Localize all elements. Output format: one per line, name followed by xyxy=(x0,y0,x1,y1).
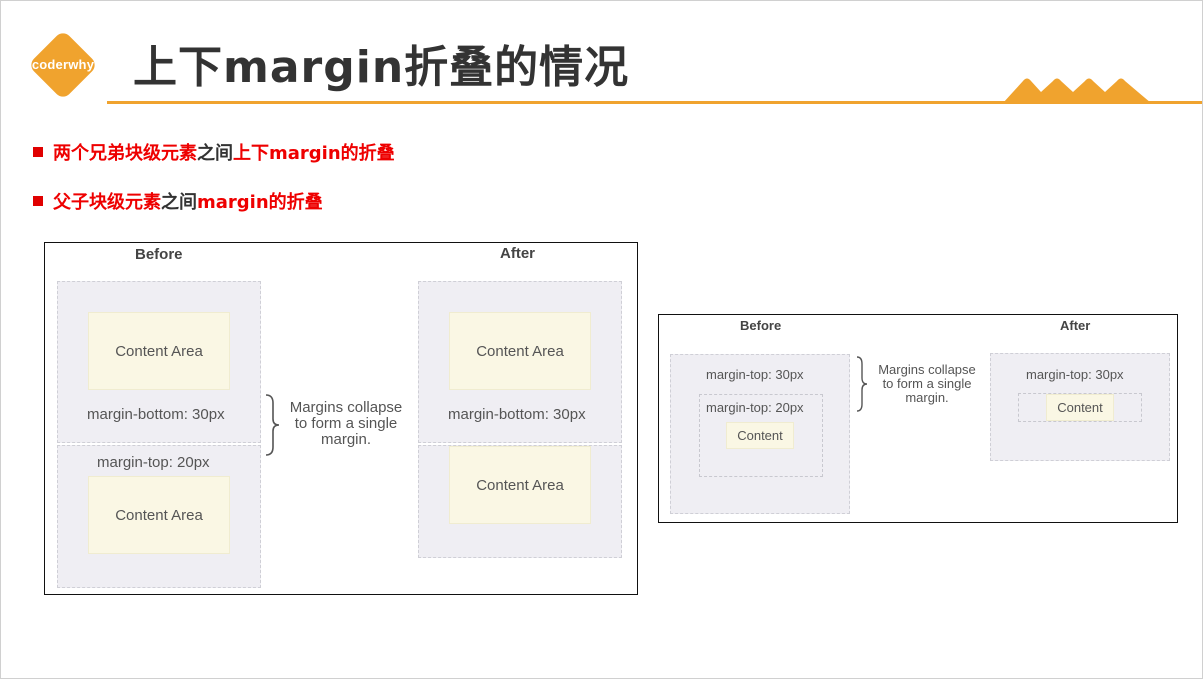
collapse-note: Margins collapse to form a single margin… xyxy=(871,362,983,406)
bullet-sibling-collapse: 两个兄弟块级元素之间上下margin的折叠 xyxy=(33,139,395,165)
content-box: Content xyxy=(726,422,794,449)
logo-diamond-icon xyxy=(31,33,95,97)
before-heading: Before xyxy=(740,318,782,333)
after-child-box: Content xyxy=(1018,393,1142,422)
margin-top-label: margin-top: 20px xyxy=(97,454,210,471)
collapse-note-line: margin. xyxy=(905,390,949,406)
page-title: 上下margin折叠的情况 xyxy=(133,42,630,93)
collapse-note-line: to form a single xyxy=(294,415,398,433)
logo-text: coderwhy xyxy=(31,57,95,72)
sibling-collapse-diagram: Before After Content Area margin-bottom:… xyxy=(44,242,638,595)
after-top-box: Content Area margin-bottom: 30px xyxy=(418,281,622,443)
parent-margin-top-label: margin-top: 30px xyxy=(706,367,804,382)
mountains-decoration-icon xyxy=(1003,73,1151,103)
parent-margin-top-label: margin-top: 30px xyxy=(1026,367,1124,382)
bullet-text-segment: 上下margin xyxy=(233,143,341,164)
bullet-text-segment: 的折叠 xyxy=(268,192,323,213)
curly-brace-icon xyxy=(856,356,868,412)
logo: coderwhy xyxy=(21,23,105,107)
collapse-note-line: to form a single xyxy=(882,376,972,392)
collapse-note-line: margin. xyxy=(320,431,372,449)
before-parent-box: margin-top: 30px margin-top: 20px Conten… xyxy=(670,354,850,514)
content-box: Content xyxy=(1046,394,1114,421)
child-margin-top-label: margin-top: 20px xyxy=(706,400,804,415)
after-bottom-box: Content Area xyxy=(418,445,622,558)
after-heading: After xyxy=(1060,318,1091,333)
collapse-note-line: Margins collapse xyxy=(878,362,976,377)
before-bottom-box: margin-top: 20px Content Area xyxy=(57,445,261,588)
bullet-text-segment: 的折叠 xyxy=(340,143,395,164)
bullet-text-segment: 两个兄弟块级元素 xyxy=(53,143,197,164)
bullet-text-segment: 父子块级元素 xyxy=(53,192,161,213)
margin-bottom-label: margin-bottom: 30px xyxy=(448,406,586,423)
after-parent-box: margin-top: 30px Content xyxy=(990,353,1170,461)
bullet-text-segment: 之间 xyxy=(197,143,233,164)
after-heading: After xyxy=(500,245,536,262)
bullet-square-icon xyxy=(33,147,43,157)
bullet-text-segment: margin xyxy=(197,192,269,213)
title-underline xyxy=(107,101,1202,104)
before-heading: Before xyxy=(135,246,183,263)
parent-child-collapse-diagram: Before After margin-top: 30px margin-top… xyxy=(658,314,1178,523)
bullet-parent-child-collapse: 父子块级元素之间margin的折叠 xyxy=(33,188,323,214)
content-area: Content Area xyxy=(449,446,591,524)
before-child-box: margin-top: 20px Content xyxy=(699,394,823,477)
content-area: Content Area xyxy=(88,312,230,390)
margin-bottom-label: margin-bottom: 30px xyxy=(87,406,225,423)
content-area: Content Area xyxy=(88,476,230,554)
collapse-note-line: Margins collapse xyxy=(289,399,403,416)
bullet-square-icon xyxy=(33,196,43,206)
collapse-note: Margins collapse to form a single margin… xyxy=(281,399,411,449)
content-area: Content Area xyxy=(449,312,591,390)
before-top-box: Content Area margin-bottom: 30px xyxy=(57,281,261,443)
bullet-text-segment: 之间 xyxy=(161,192,197,213)
curly-brace-icon xyxy=(265,394,280,456)
